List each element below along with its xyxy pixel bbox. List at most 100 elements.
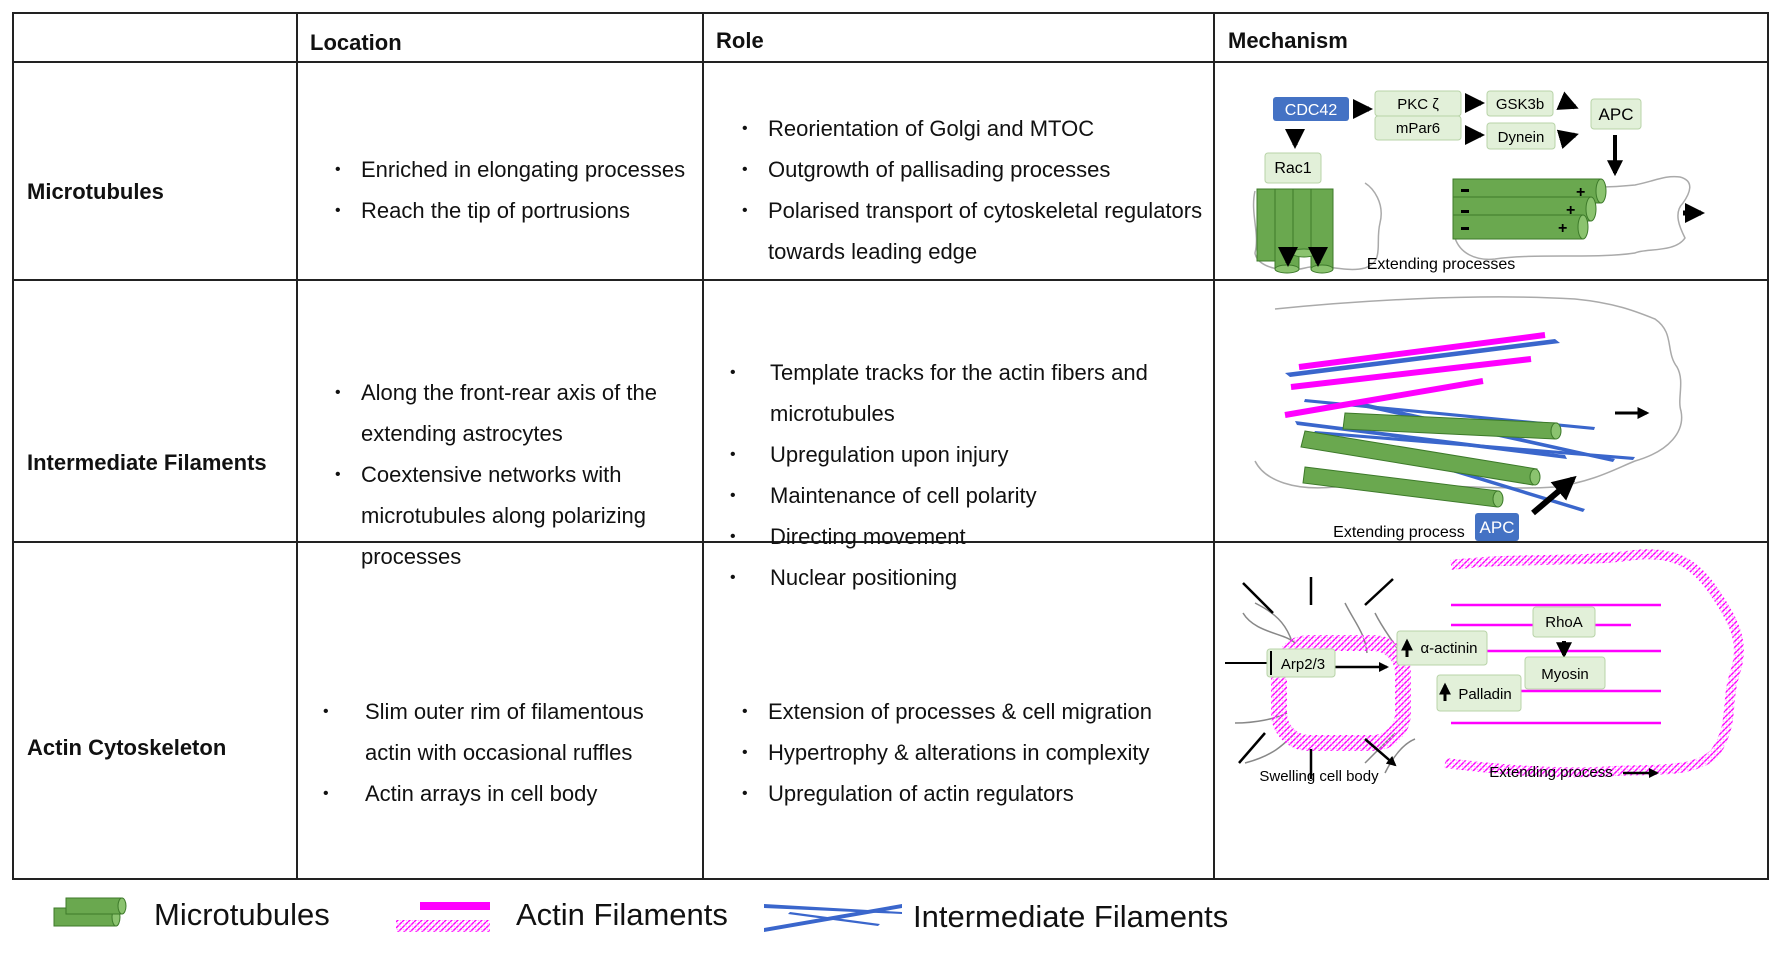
actin-legend-icon xyxy=(396,902,490,932)
palladin-box xyxy=(1436,674,1522,712)
swelling-cell-body-caption: Swelling cell body xyxy=(1259,768,1379,785)
col-divider-3 xyxy=(1213,12,1215,880)
actin-location-list: Slim outer rim of filamentous actin with… xyxy=(323,691,644,814)
arp23-box xyxy=(1266,648,1336,678)
actin-filaments xyxy=(1284,332,1546,418)
list-item: Outgrowth of pallisading processes xyxy=(742,149,1202,190)
list-item: Upregulation of actin regulators xyxy=(742,773,1152,814)
table-border-top xyxy=(12,12,1769,14)
intermediate-legend-icon xyxy=(764,904,902,932)
list-item: Maintenance of cell polarity xyxy=(730,475,1148,516)
extending-process-caption: Extending process xyxy=(1333,524,1465,541)
intermediate-filaments xyxy=(1285,339,1635,512)
dynein-label: Dynein xyxy=(1498,129,1545,146)
list-item: Slim outer rim of filamentous xyxy=(323,691,644,732)
arrow-icon xyxy=(1531,475,1577,516)
col-divider-1 xyxy=(296,12,298,880)
arrow-icon xyxy=(1556,91,1579,110)
list-item: Template tracks for the actin fibers and xyxy=(730,352,1148,393)
list-item: processes xyxy=(361,544,462,569)
header-divider xyxy=(12,61,1769,63)
palladin-label: Palladin xyxy=(1458,686,1511,703)
myosin-label: Myosin xyxy=(1541,666,1589,683)
list-item: Coextensive networks with xyxy=(335,454,657,495)
intermediate-location-list: Along the front-rear axis of the extendi… xyxy=(309,372,657,577)
extending-processes-caption: Extending processes xyxy=(1367,256,1516,273)
legend-symbols xyxy=(53,897,902,932)
cdc42-badge xyxy=(1273,97,1349,121)
cdc42-label: CDC42 xyxy=(1285,102,1338,119)
pkc-label: PKC ζ xyxy=(1397,96,1439,113)
mpar6-box xyxy=(1374,115,1462,141)
svg-text:+: + xyxy=(1558,220,1567,237)
vertical-microtubules xyxy=(1256,188,1334,274)
arrow-icon xyxy=(1556,129,1579,150)
microtubules xyxy=(1300,412,1562,508)
actin-mechanism-diagram: Arp2/3 Swelling cell body RhoA Myosin xyxy=(1215,543,1767,878)
gsk3b-label: GSK3b xyxy=(1496,96,1544,113)
intermediate-role-list: Template tracks for the actin fibers and… xyxy=(730,352,1148,598)
myosin-box xyxy=(1524,656,1606,690)
cytoskeleton-table: Location Role Mechanism Microtubules Int… xyxy=(12,12,1769,880)
microtubules-location-list: Enriched in elongating processes Reach t… xyxy=(309,149,685,231)
list-item: Reach the tip of portrusions xyxy=(335,190,685,231)
microtubules-legend-icon xyxy=(53,897,127,927)
list-item: actin with occasional ruffles xyxy=(365,740,633,765)
microtubules-role-list: Reorientation of Golgi and MTOC Outgrowt… xyxy=(716,108,1202,272)
alpha-actinin-box xyxy=(1396,630,1488,666)
horizontal-microtubules: + + + xyxy=(1452,178,1607,240)
gsk3b-box xyxy=(1486,90,1554,117)
apc-badge xyxy=(1475,513,1519,541)
rac1-box xyxy=(1264,152,1322,184)
col-divider-2 xyxy=(702,12,704,880)
list-item: towards leading edge xyxy=(768,239,978,264)
list-item: Polarised transport of cytoskeletal regu… xyxy=(742,190,1202,231)
list-item: Nuclear positioning xyxy=(730,557,1148,598)
svg-text:+: + xyxy=(1566,202,1575,219)
row-label-intermediate-filaments: Intermediate Filaments xyxy=(27,450,267,475)
list-item: microtubules along polarizing xyxy=(361,503,646,528)
list-item: extending astrocytes xyxy=(361,421,563,446)
row-divider-1 xyxy=(12,279,1769,281)
dynein-box xyxy=(1486,122,1556,150)
apc-label: APC xyxy=(1480,518,1515,537)
row-label-actin-cytoskeleton: Actin Cytoskeleton xyxy=(27,735,227,760)
table-border-bottom xyxy=(12,878,1769,880)
legend-label-intermediate: Intermediate Filaments xyxy=(913,899,1229,934)
header-role: Role xyxy=(716,28,764,53)
rac1-label: Rac1 xyxy=(1274,160,1311,177)
swelling-cell-body: Arp2/3 Swelling cell body xyxy=(1225,577,1416,785)
legend-label-actin: Actin Filaments xyxy=(516,897,728,932)
legend-label-microtubules: Microtubules xyxy=(154,897,330,932)
table-border-left xyxy=(12,12,14,880)
list-item: Extension of processes & cell migration xyxy=(742,691,1152,732)
alpha-actinin-label: α-actinin xyxy=(1420,640,1477,657)
legend: Microtubules Actin Filaments Intermediat… xyxy=(0,880,1772,954)
list-item: Enriched in elongating processes xyxy=(335,149,685,190)
rhoa-box xyxy=(1532,606,1596,638)
list-item: Hypertrophy & alterations in complexity xyxy=(742,732,1152,773)
table-border-right xyxy=(1767,12,1769,880)
intermediate-mechanism-diagram: APC Extending process xyxy=(1215,281,1767,541)
cell-outline-right xyxy=(1454,175,1691,261)
list-item: Reorientation of Golgi and MTOC xyxy=(742,108,1202,149)
microtubules-mechanism-diagram: CDC42 PKC ζ mPar6 GSK3b Dynein APC Rac1 xyxy=(1215,63,1767,279)
extending-process: RhoA Myosin α-actinin Palladin Extending… xyxy=(1396,549,1744,781)
actin-mechanism-svg: Arp2/3 Swelling cell body RhoA Myosin xyxy=(1225,549,1744,785)
apc-box xyxy=(1590,98,1642,130)
list-item: Upregulation upon injury xyxy=(730,434,1148,475)
extending-process-caption: Extending process xyxy=(1489,764,1612,781)
microtubules-mechanism-svg: CDC42 PKC ζ mPar6 GSK3b Dynein APC Rac1 xyxy=(1252,90,1705,274)
svg-text:+: + xyxy=(1576,184,1585,201)
actin-role-list: Extension of processes & cell migration … xyxy=(716,691,1152,814)
list-item: microtubules xyxy=(770,401,895,426)
mpar6-label: mPar6 xyxy=(1396,120,1440,137)
header-location: Location xyxy=(310,30,402,55)
apc-label: APC xyxy=(1599,105,1634,124)
arp23-label: Arp2/3 xyxy=(1281,656,1325,673)
rhoa-label: RhoA xyxy=(1545,614,1583,631)
list-item: Along the front-rear axis of the xyxy=(335,372,657,413)
list-item: Actin arrays in cell body xyxy=(323,773,644,814)
row-label-microtubules: Microtubules xyxy=(27,179,164,204)
header-mechanism: Mechanism xyxy=(1228,28,1348,53)
